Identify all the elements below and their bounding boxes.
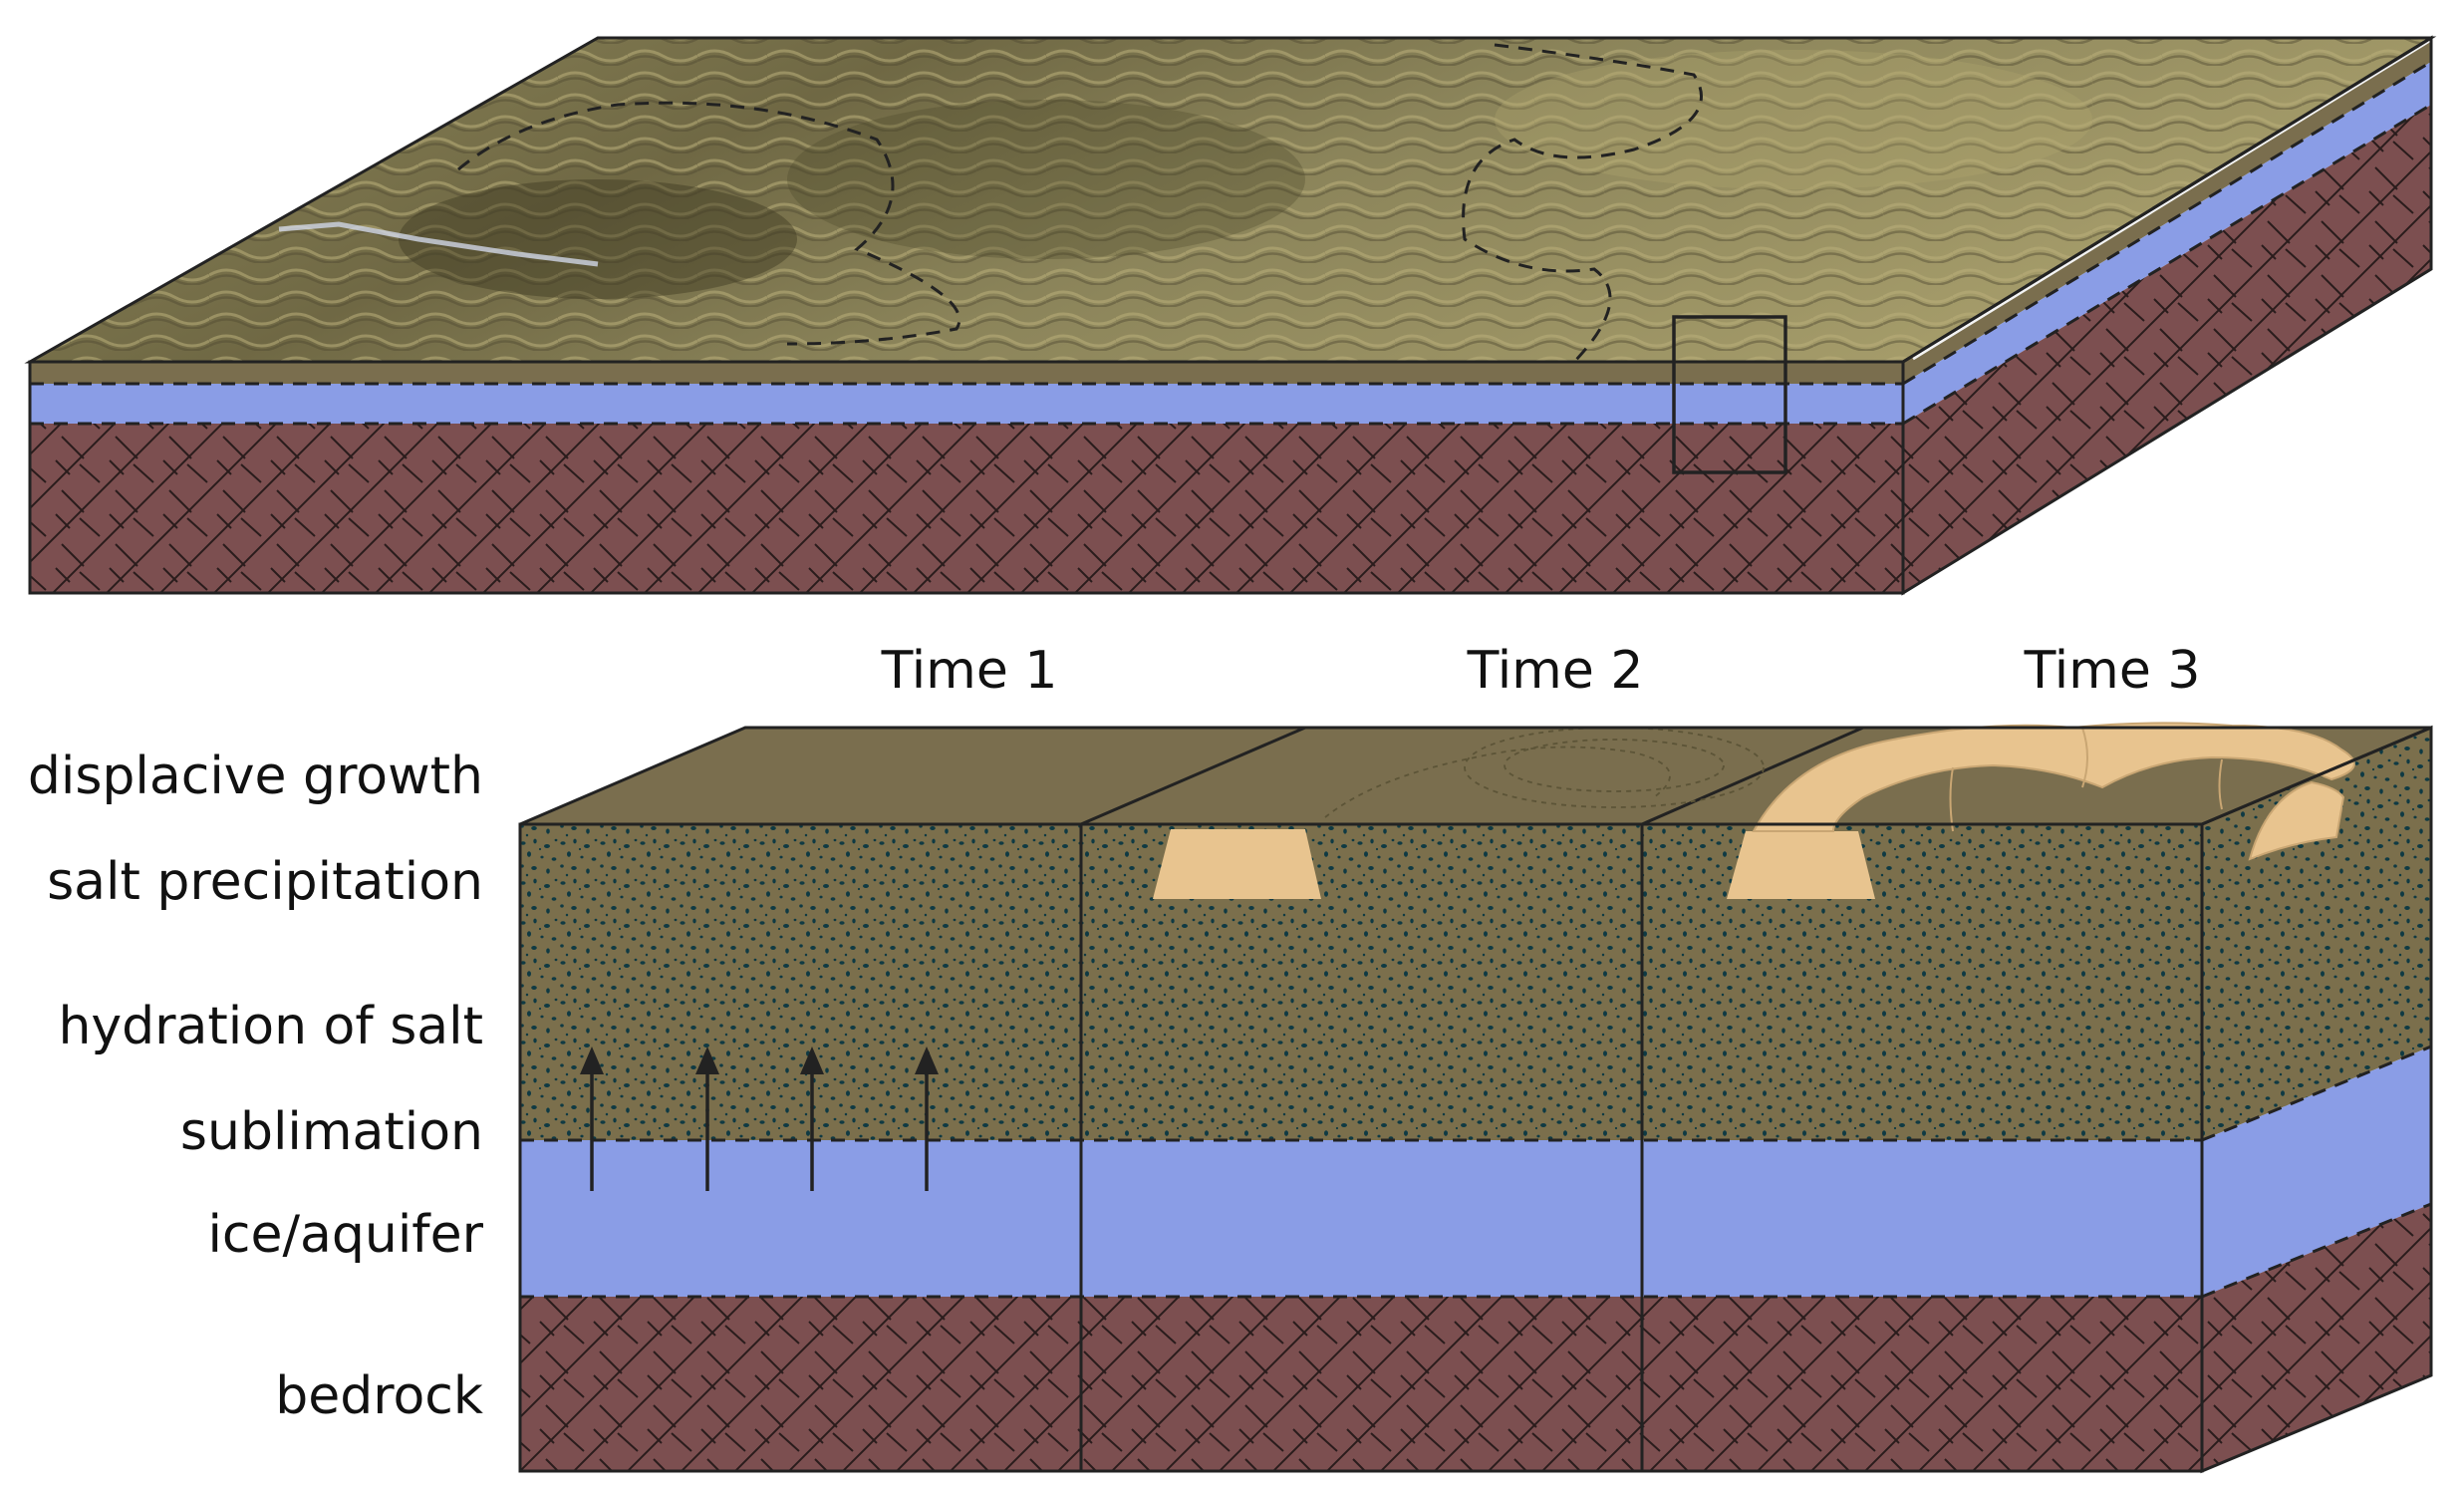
bedrock-layer <box>520 1297 2202 1471</box>
label-salt-precipitation: salt precipitation <box>47 852 483 912</box>
top-regolith-face <box>30 362 1903 384</box>
top-ice-face <box>30 384 1903 424</box>
time-series-block <box>518 722 2433 1474</box>
label-displacive-growth: displacive growth <box>28 747 483 806</box>
sublimation-arrows <box>580 1046 939 1191</box>
label-bedrock: bedrock <box>275 1366 483 1426</box>
time-label-3: Time 3 <box>2024 641 2201 701</box>
overview-block <box>24 35 2437 596</box>
ice-layer <box>520 1140 2202 1297</box>
label-ice-aquifer: ice/aquifer <box>207 1205 483 1265</box>
top-bedrock-face <box>30 424 1903 593</box>
salt-crystal-time2 <box>1153 829 1321 899</box>
inset-box <box>1672 315 1787 474</box>
time-label-2: Time 2 <box>1467 641 1644 701</box>
salt-side-lobe <box>2248 780 2345 861</box>
regolith-layer <box>520 824 2202 1140</box>
salt-crystal-time3 <box>1727 831 1875 899</box>
label-sublimation: sublimation <box>180 1102 483 1162</box>
time-label-1: Time 1 <box>881 641 1058 701</box>
label-hydration-of-salt: hydration of salt <box>58 997 483 1056</box>
